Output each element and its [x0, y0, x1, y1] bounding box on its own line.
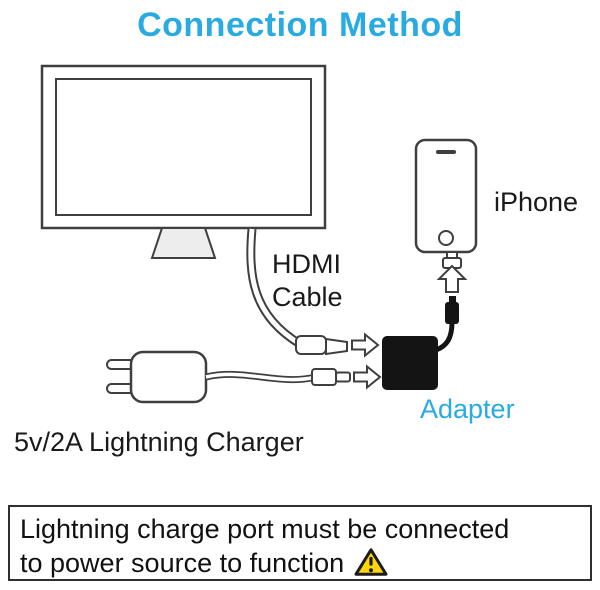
notice-box: Lightning charge port must be connected … [8, 505, 592, 581]
arrow-right-icon [353, 364, 382, 390]
hdmi-adapter [382, 336, 438, 390]
arrow-right-icon [351, 332, 380, 358]
page-title: Connection Method [137, 6, 463, 44]
lightning-charger [106, 350, 208, 404]
iphone [414, 138, 478, 254]
notice-line-2: to power source to function [20, 547, 580, 581]
adapter-label: Adapter [420, 394, 515, 424]
warning-triangle-icon [354, 548, 388, 576]
hdmi-cable [246, 228, 303, 348]
iphone-label: iPhone [494, 187, 579, 217]
tv-monitor [40, 64, 327, 259]
notice-line-1: Lightning charge port must be connected [20, 514, 510, 544]
notice-line-2-text: to power source to function [20, 547, 345, 578]
charger-lightning-connector [311, 368, 351, 386]
charger-cable [205, 370, 317, 384]
charger-label: 5v/2A Lightning Charger [14, 427, 304, 457]
adapter-lightning-cable [435, 296, 459, 353]
hdmi-cable-label: HDMI Cable [272, 249, 343, 312]
arrow-up-icon [436, 264, 468, 293]
hdmi-connector [295, 335, 348, 356]
